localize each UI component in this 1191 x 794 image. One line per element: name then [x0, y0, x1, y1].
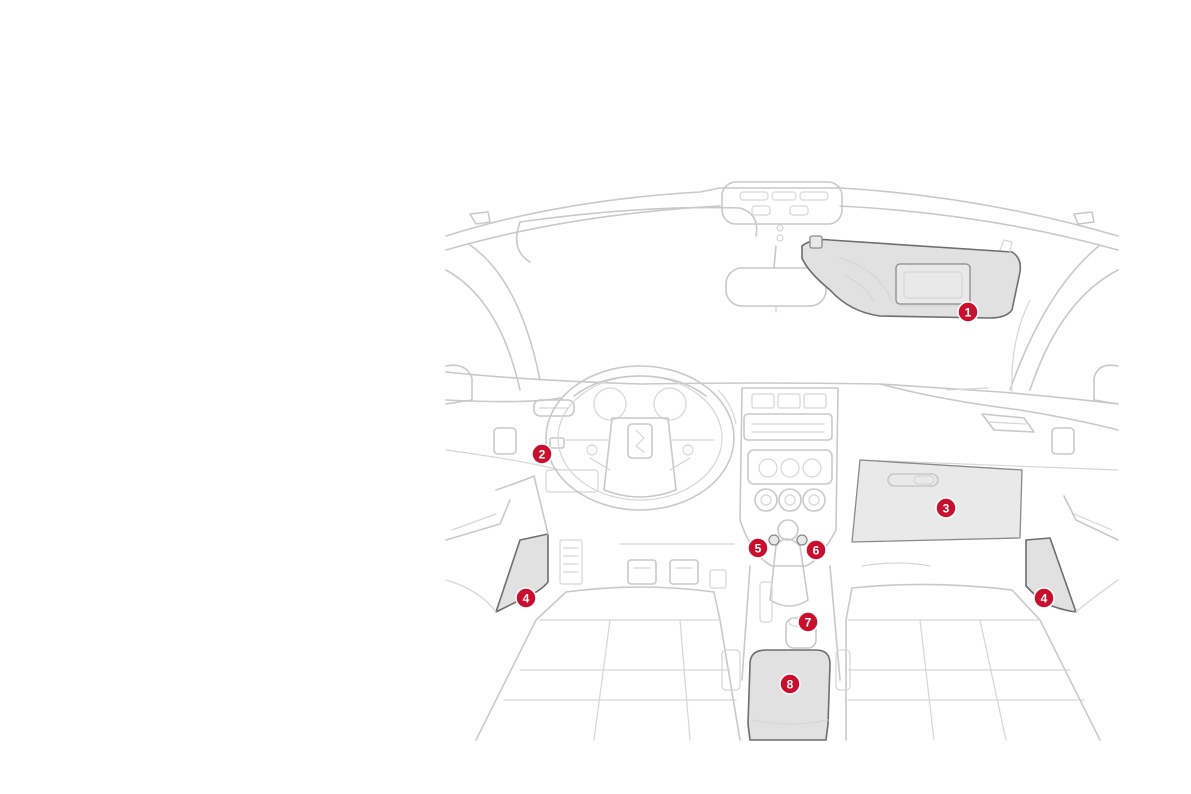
callout-8: 8	[780, 674, 800, 694]
callout-6: 6	[806, 540, 826, 560]
armrest-storage-highlight	[748, 650, 830, 740]
callout-1: 1	[958, 302, 978, 322]
callout-number: 6	[813, 544, 820, 558]
callout-4: 4	[1034, 588, 1054, 608]
footwell-pedals	[560, 540, 734, 588]
callout-number: 4	[1041, 592, 1048, 606]
windscreen-frame	[446, 188, 1118, 392]
callout-3: 3	[936, 498, 956, 518]
callout-number: 4	[523, 592, 530, 606]
callout-2: 2	[532, 444, 552, 464]
callout-number: 5	[755, 542, 762, 556]
callout-number: 7	[805, 616, 812, 630]
callout-5: 5	[748, 538, 768, 558]
callout-7: 7	[798, 612, 818, 632]
callout-number: 3	[943, 502, 950, 516]
callout-number: 2	[539, 448, 546, 462]
glove-box-highlight	[852, 460, 1022, 542]
callout-number: 1	[965, 306, 972, 320]
sun-visor-highlight	[802, 236, 1020, 318]
callout-4: 4	[516, 588, 536, 608]
overhead-console	[722, 182, 842, 241]
callout-number: 8	[787, 678, 794, 692]
steering-wheel	[546, 366, 736, 510]
